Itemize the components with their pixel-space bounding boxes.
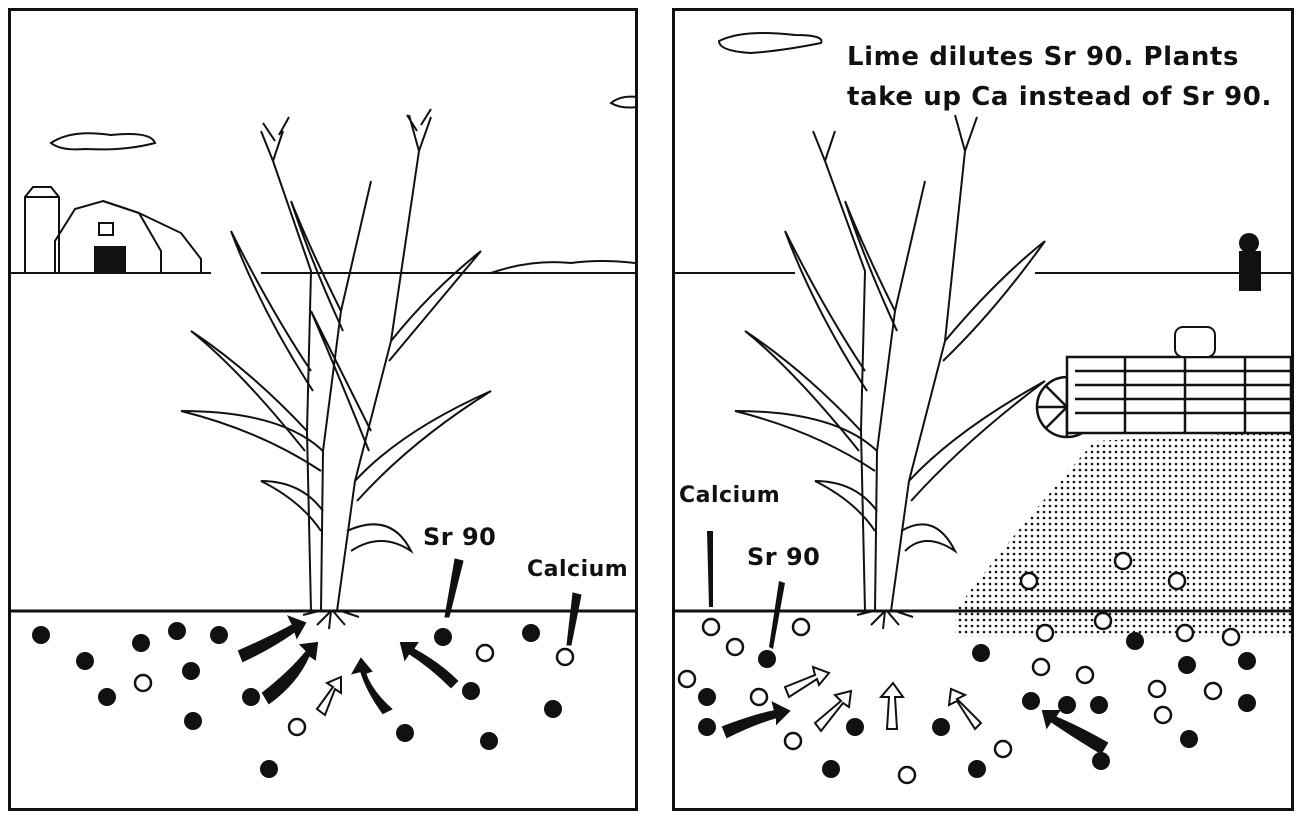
cloud-shape bbox=[51, 133, 155, 149]
barn-door bbox=[95, 247, 125, 273]
tractor-driver bbox=[1175, 233, 1261, 357]
left-illustration bbox=[11, 11, 635, 808]
cloud-shape bbox=[719, 33, 821, 53]
calcium-label: Calcium bbox=[527, 557, 628, 582]
uptake-arrows bbox=[723, 667, 1107, 753]
sr90-particles bbox=[698, 632, 1256, 778]
cloud-shape bbox=[611, 97, 635, 108]
barn-window bbox=[99, 223, 113, 235]
grain-plant bbox=[181, 109, 491, 629]
sr90-label: Sr 90 bbox=[423, 523, 496, 551]
calcium-label: Calcium bbox=[679, 483, 780, 508]
calcium-pointer bbox=[567, 593, 581, 645]
lime-spreader bbox=[1037, 357, 1291, 437]
uptake-arrows bbox=[239, 617, 457, 715]
caption-line-1: Lime dilutes Sr 90. Plants bbox=[847, 37, 1272, 77]
calcium-pointer bbox=[707, 531, 713, 607]
distant-hills bbox=[491, 261, 635, 273]
lime-spread bbox=[955, 431, 1291, 611]
silo bbox=[25, 187, 59, 273]
barn bbox=[55, 201, 201, 273]
caption: Lime dilutes Sr 90. Plants take up Ca in… bbox=[847, 37, 1272, 117]
caption-line-2: take up Ca instead of Sr 90. bbox=[847, 77, 1272, 117]
sr90-pointer bbox=[769, 581, 785, 649]
sr90-pointer bbox=[445, 559, 463, 617]
left-panel: Sr 90 Calcium bbox=[8, 8, 638, 811]
right-illustration bbox=[675, 11, 1291, 808]
right-panel: Lime dilutes Sr 90. Plants take up Ca in… bbox=[672, 8, 1294, 811]
sr90-label: Sr 90 bbox=[747, 543, 820, 571]
